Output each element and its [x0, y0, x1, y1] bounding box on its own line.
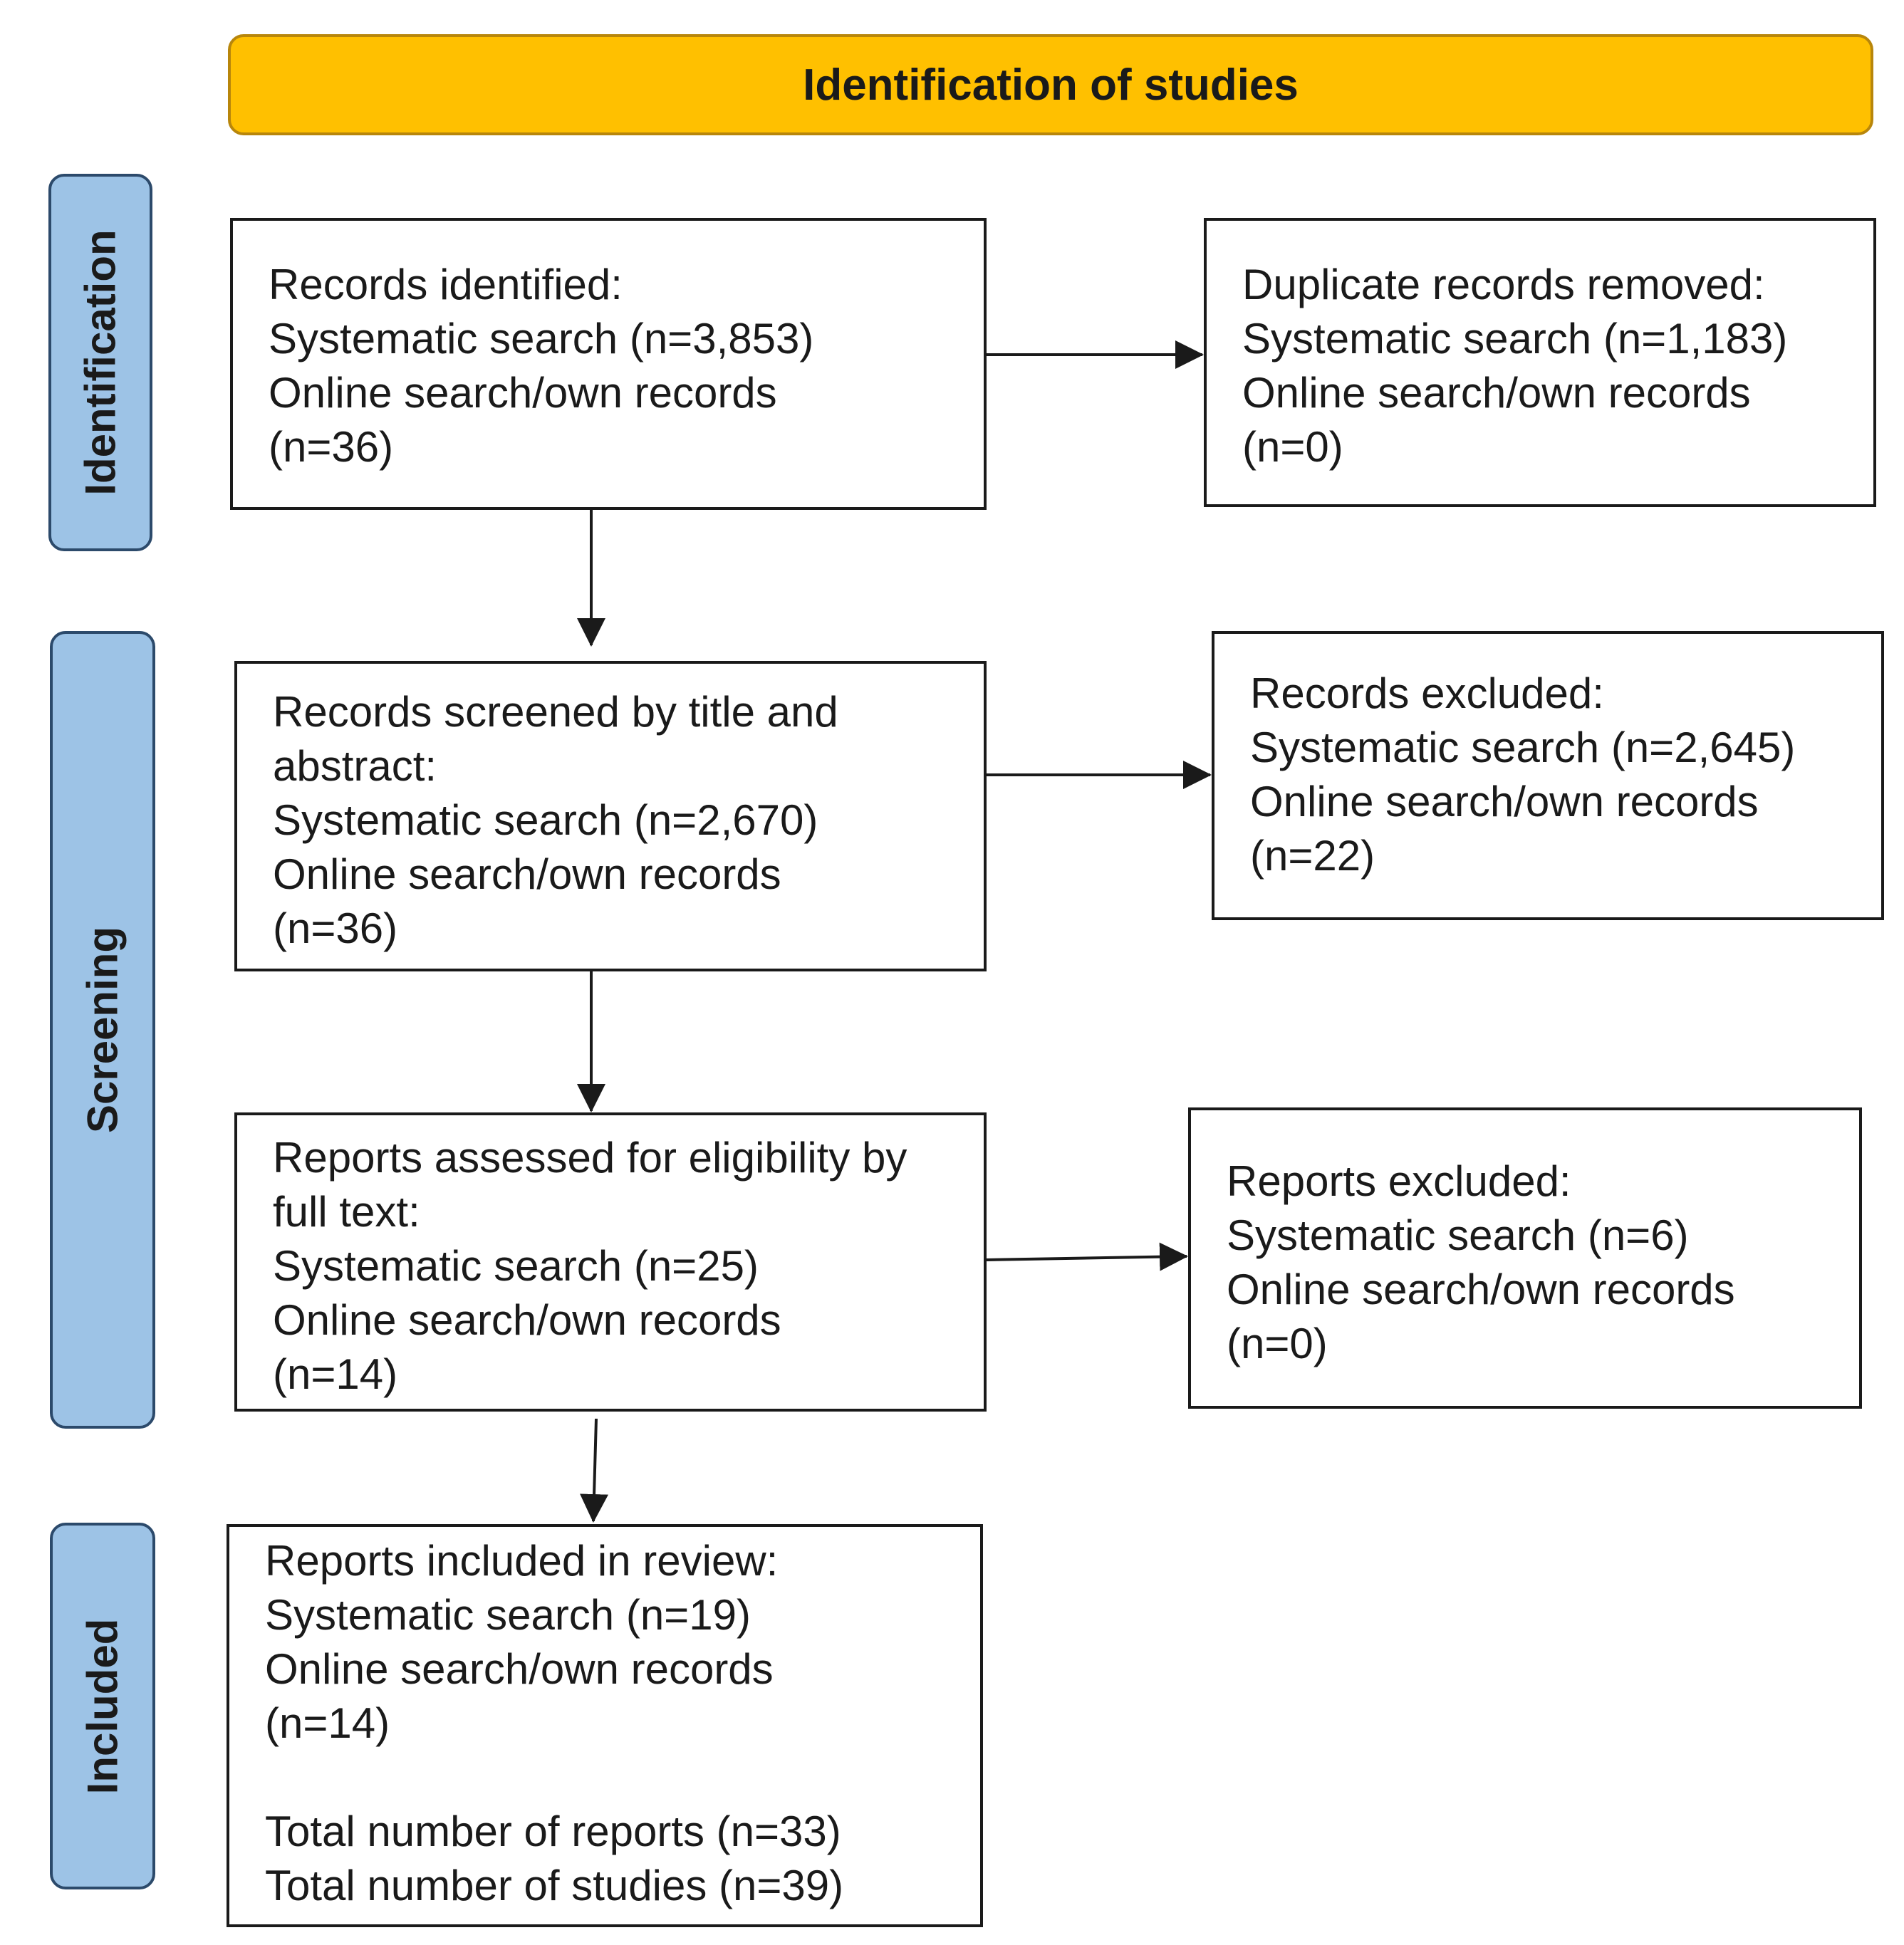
box-line: (n=36) — [273, 904, 398, 952]
duplicate-records-removed-box: Duplicate records removed: Systematic se… — [1204, 218, 1876, 507]
box-line: Records screened by title and — [273, 688, 838, 736]
box-line: Reports assessed for eligibility by — [273, 1134, 907, 1182]
box-line: Systematic search (n=19) — [265, 1591, 751, 1639]
box-line: abstract: — [273, 742, 437, 790]
box-line: Online search/own records — [269, 369, 777, 417]
box-line: Systematic search (n=1,183) — [1242, 315, 1788, 363]
box-line: Systematic search (n=6) — [1227, 1211, 1689, 1259]
box-line: Online search/own records — [1250, 778, 1759, 825]
box-line: Online search/own records — [273, 1296, 781, 1344]
arrow-assessed-to-included — [580, 1418, 609, 1523]
records-screened-box: Records screened by title and abstract: … — [234, 661, 987, 971]
box-line: Duplicate records removed: — [1242, 261, 1765, 308]
header-title: Identification of studies — [803, 60, 1299, 110]
box-line: Systematic search (n=25) — [273, 1242, 759, 1290]
box-line: Total number of studies (n=39) — [265, 1862, 844, 1909]
records-excluded-box: Records excluded: Systematic search (n=2… — [1212, 631, 1884, 920]
box-line: Records excluded: — [1250, 669, 1604, 717]
box-line: Systematic search (n=3,853) — [269, 315, 814, 363]
box-line: (n=36) — [269, 423, 394, 471]
stage-included: Included — [50, 1523, 155, 1889]
records-identified-box: Records identified: Systematic search (n… — [230, 218, 987, 510]
stage-identification: Identification — [48, 174, 152, 551]
box-line: Reports excluded: — [1227, 1157, 1571, 1205]
box-line: Online search/own records — [1227, 1266, 1735, 1313]
box-line: (n=0) — [1227, 1320, 1328, 1367]
box-line: full text: — [273, 1188, 420, 1236]
stage-screening: Screening — [50, 631, 155, 1429]
box-line: Systematic search (n=2,670) — [273, 796, 818, 844]
box-line: (n=0) — [1242, 423, 1343, 471]
box-line: (n=14) — [273, 1350, 398, 1398]
reports-assessed-box: Reports assessed for eligibility by full… — [234, 1112, 987, 1412]
reports-excluded-box: Reports excluded: Systematic search (n=6… — [1188, 1107, 1862, 1409]
box-line: Online search/own records — [273, 850, 781, 898]
reports-included-box: Reports included in review: Systematic s… — [227, 1524, 983, 1927]
box-line: (n=22) — [1250, 832, 1375, 880]
box-line: Online search/own records — [265, 1645, 774, 1693]
box-line: Online search/own records — [1242, 369, 1751, 417]
box-line: (n=14) — [265, 1699, 390, 1747]
header-identification-of-studies: Identification of studies — [228, 34, 1873, 135]
box-line: Records identified: — [269, 261, 623, 308]
box-line: Total number of reports (n=33) — [265, 1808, 841, 1855]
box-line: Reports included in review: — [265, 1537, 779, 1585]
arrow-assessed-to-reports-excluded — [986, 1242, 1188, 1271]
box-line: Systematic search (n=2,645) — [1250, 724, 1796, 771]
